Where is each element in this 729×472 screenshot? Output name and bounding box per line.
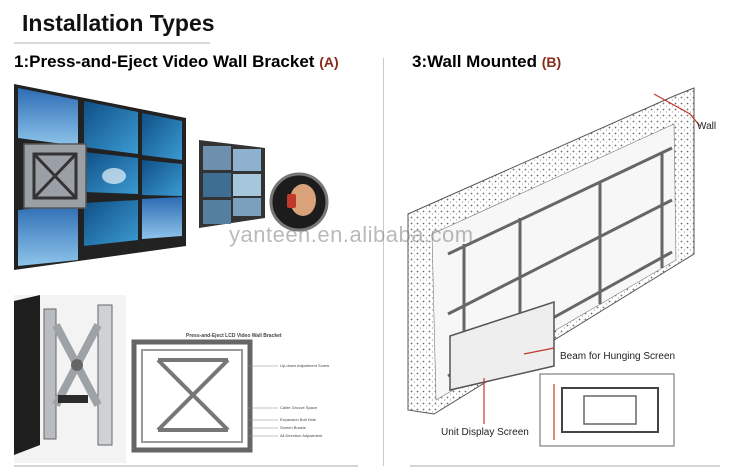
video-wall-photo — [14, 84, 186, 270]
bottom-rule-right — [410, 465, 720, 467]
diagram-label-updown: Up-down Adjustment Screw — [280, 363, 330, 368]
wall-mount-diagram — [407, 87, 701, 447]
callout-wall: Wall — [697, 121, 717, 132]
callout-beam: Beam for Hunging Screen — [560, 351, 676, 362]
section-a-tag: (A) — [319, 54, 339, 70]
wall-closeup-photo — [199, 140, 329, 232]
section-b-heading-text: 3:Wall Mounted — [412, 52, 537, 71]
title-underline — [14, 42, 210, 44]
diagram-label-cable: Cable Groove Space — [280, 405, 318, 410]
bracket-diagram — [131, 339, 278, 453]
section-a-heading: 1:Press-and-Eject Video Wall Bracket (A) — [14, 52, 339, 72]
bottom-rule-left — [14, 465, 358, 467]
section-b-tag: (B) — [541, 54, 562, 70]
diagram-title: Press-and-Eject LCD Video Wall Bracket — [186, 333, 282, 339]
diagram-label-bolt: Expansion Bolt Hole — [280, 417, 317, 422]
section-a-heading-text: 1:Press-and-Eject Video Wall Bracket — [14, 52, 315, 71]
section-b-heading: 3:Wall Mounted (B) — [412, 52, 561, 72]
watermark: yanteen.en.alibaba.com — [229, 222, 474, 247]
bracket-photo — [14, 295, 126, 463]
diagram-label-direction: All Direction Adjustment — [280, 433, 323, 438]
callout-unit-display: Unit Display Screen — [441, 427, 529, 438]
diagram-label-buckle: Screen Buckle — [280, 425, 306, 430]
page-title: Installation Types — [22, 10, 215, 36]
column-divider — [383, 58, 384, 466]
